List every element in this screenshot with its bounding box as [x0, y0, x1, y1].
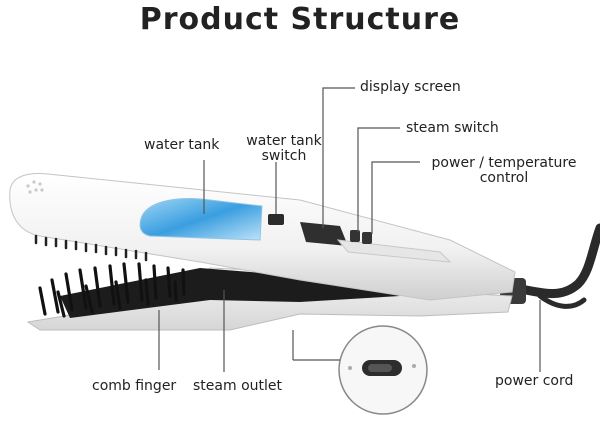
display-screen — [300, 222, 452, 263]
label-water-tank-switch: water tank switch — [242, 134, 326, 164]
leader-power-temp — [371, 161, 420, 234]
label-power-cord: power cord — [495, 373, 574, 389]
power-cord — [500, 223, 600, 309]
steam-switch-button[interactable] — [350, 230, 360, 242]
label-steam-switch: steam switch — [406, 120, 499, 136]
label-steam-outlet: steam outlet — [193, 378, 282, 394]
label-display-screen: display screen — [360, 79, 461, 95]
switch-detail-inset — [338, 325, 428, 415]
label-power-temperature-line2: control — [479, 170, 529, 186]
water-tank-switch[interactable] — [268, 214, 284, 225]
label-water-tank-switch-line1: water tank — [246, 133, 322, 149]
upper-body — [9, 173, 516, 301]
label-power-temperature-line1: power / temperature — [431, 155, 577, 171]
label-comb-finger: comb finger — [92, 378, 177, 394]
power-temperature-button[interactable] — [362, 232, 372, 244]
page-title: Product Structure — [139, 2, 461, 37]
leader-steam-switch — [357, 127, 400, 232]
leader-display-screen — [322, 87, 355, 228]
label-water-tank-switch-line2: switch — [261, 148, 307, 164]
leader-lines — [158, 87, 541, 372]
water-tank — [139, 198, 263, 241]
label-power-temperature-control: power / temperature control — [426, 156, 582, 186]
label-water-tank: water tank — [144, 137, 220, 153]
comb-fingers — [38, 262, 186, 318]
